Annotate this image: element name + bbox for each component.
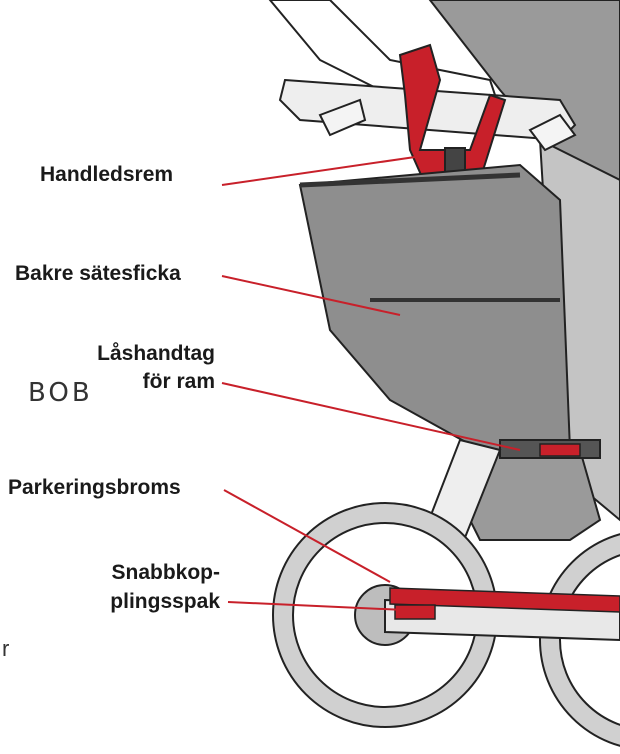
label-rear-seat-pocket: Bakre sätesficka (15, 262, 181, 285)
leader-lines (221, 156, 521, 611)
parking-brake-bar (389, 587, 620, 613)
leader-frame-lock-handle (221, 382, 521, 451)
pocket-top-trim (299, 172, 521, 188)
leader-parking-brake (223, 489, 391, 583)
leader-rear-seat-pocket (221, 275, 401, 316)
leader-wrist-strap (221, 156, 416, 186)
handlebar-lever-left (318, 98, 367, 137)
rear-seat-pocket-shape (298, 163, 572, 457)
label-quick-release-line2: plingsspak (110, 590, 220, 613)
frame-lock-accent (539, 443, 581, 457)
label-parking-brake: Parkeringsbroms (8, 476, 181, 499)
label-wrist-strap: Handledsrem (40, 163, 174, 186)
bob-logo: BOB (28, 378, 93, 408)
label-frame-lock-handle-line2: för ram (142, 370, 215, 393)
edge-text-fragment: r (2, 636, 10, 661)
label-frame-lock-handle-line1: Låshandtag (97, 342, 215, 365)
label-quick-release-line1: Snabbkop- (111, 561, 221, 584)
quick-release-lever-shape (394, 604, 436, 620)
handlebar-lever-right (528, 113, 577, 152)
leader-quick-release (227, 601, 406, 611)
wrist-strap-shape (398, 43, 507, 197)
